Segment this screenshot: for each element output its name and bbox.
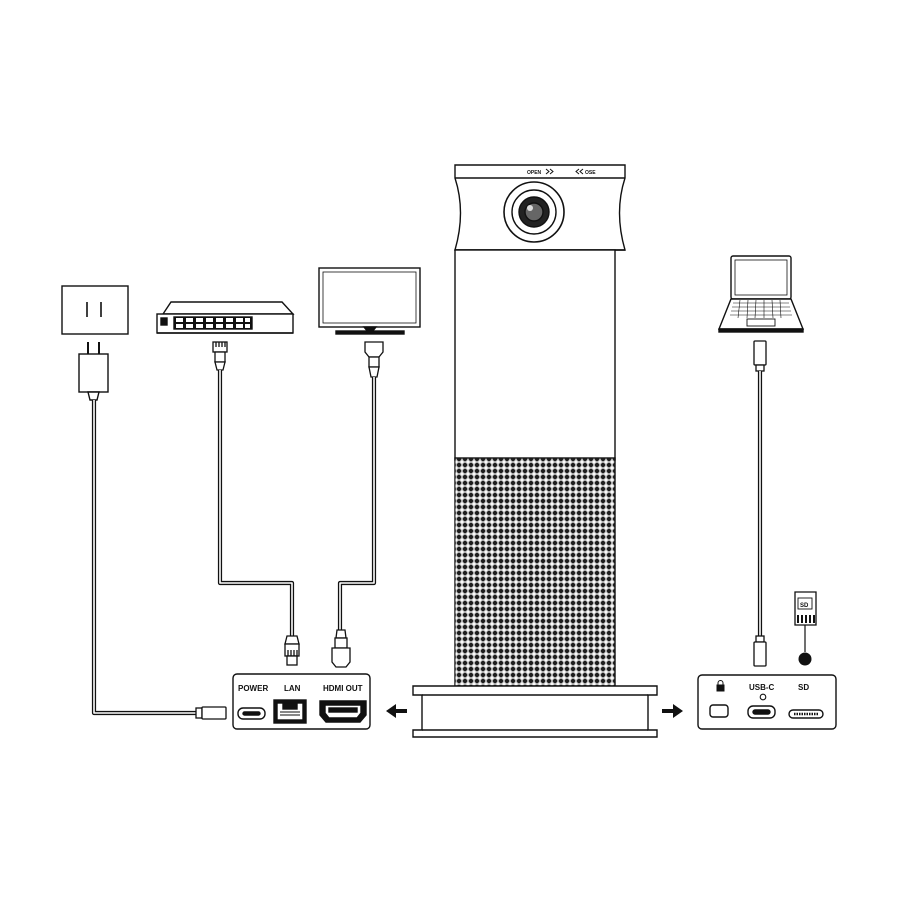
- arrow-left-icon: [386, 704, 407, 718]
- sd-card-label: SD: [800, 603, 809, 609]
- kensington-lock-slot[interactable]: [709, 704, 729, 718]
- ethernet-plug-top: [212, 341, 228, 371]
- conference-bar-device: [412, 164, 658, 738]
- lock-icon: [716, 680, 725, 692]
- power-cable: [91, 400, 196, 716]
- hdmi-plug-bottom: [331, 629, 351, 668]
- lan-port[interactable]: [273, 699, 307, 724]
- usb-c-port-label: USB-C: [749, 683, 775, 692]
- device-body: [454, 249, 616, 461]
- sd-slot-label: SD: [798, 683, 809, 692]
- lan-port-label: LAN: [284, 684, 301, 693]
- open-label: OPEN: [527, 170, 542, 176]
- usb-c-plug-top: [753, 340, 767, 372]
- monitor-icon: [318, 267, 421, 335]
- hdmi-plug-top: [364, 341, 384, 378]
- usb-c-plug-bottom: [753, 635, 767, 667]
- ethernet-plug-bottom: [284, 635, 300, 666]
- close-label: OSE: [585, 170, 596, 176]
- power-outlet-icon: [61, 285, 129, 335]
- hdmi-cable: [337, 377, 377, 630]
- usb-c-power-plug: [195, 706, 227, 720]
- side-panel: [697, 674, 837, 730]
- power-port-label: POWER: [238, 684, 268, 693]
- hdmi-out-port[interactable]: [319, 700, 367, 723]
- ethernet-cable: [217, 370, 295, 636]
- network-switch-icon: [156, 301, 295, 334]
- sd-card-dot: [798, 652, 812, 666]
- hdmi-out-port-label: HDMI OUT: [323, 684, 363, 693]
- power-adapter: [78, 342, 109, 401]
- laptop-icon: [717, 255, 805, 333]
- rear-panel: [232, 673, 371, 730]
- shutter-arrows-icon: [545, 168, 584, 175]
- camera-lens-icon: [503, 181, 565, 243]
- sd-card-slot[interactable]: [788, 709, 824, 719]
- arrow-right-icon: [662, 704, 683, 718]
